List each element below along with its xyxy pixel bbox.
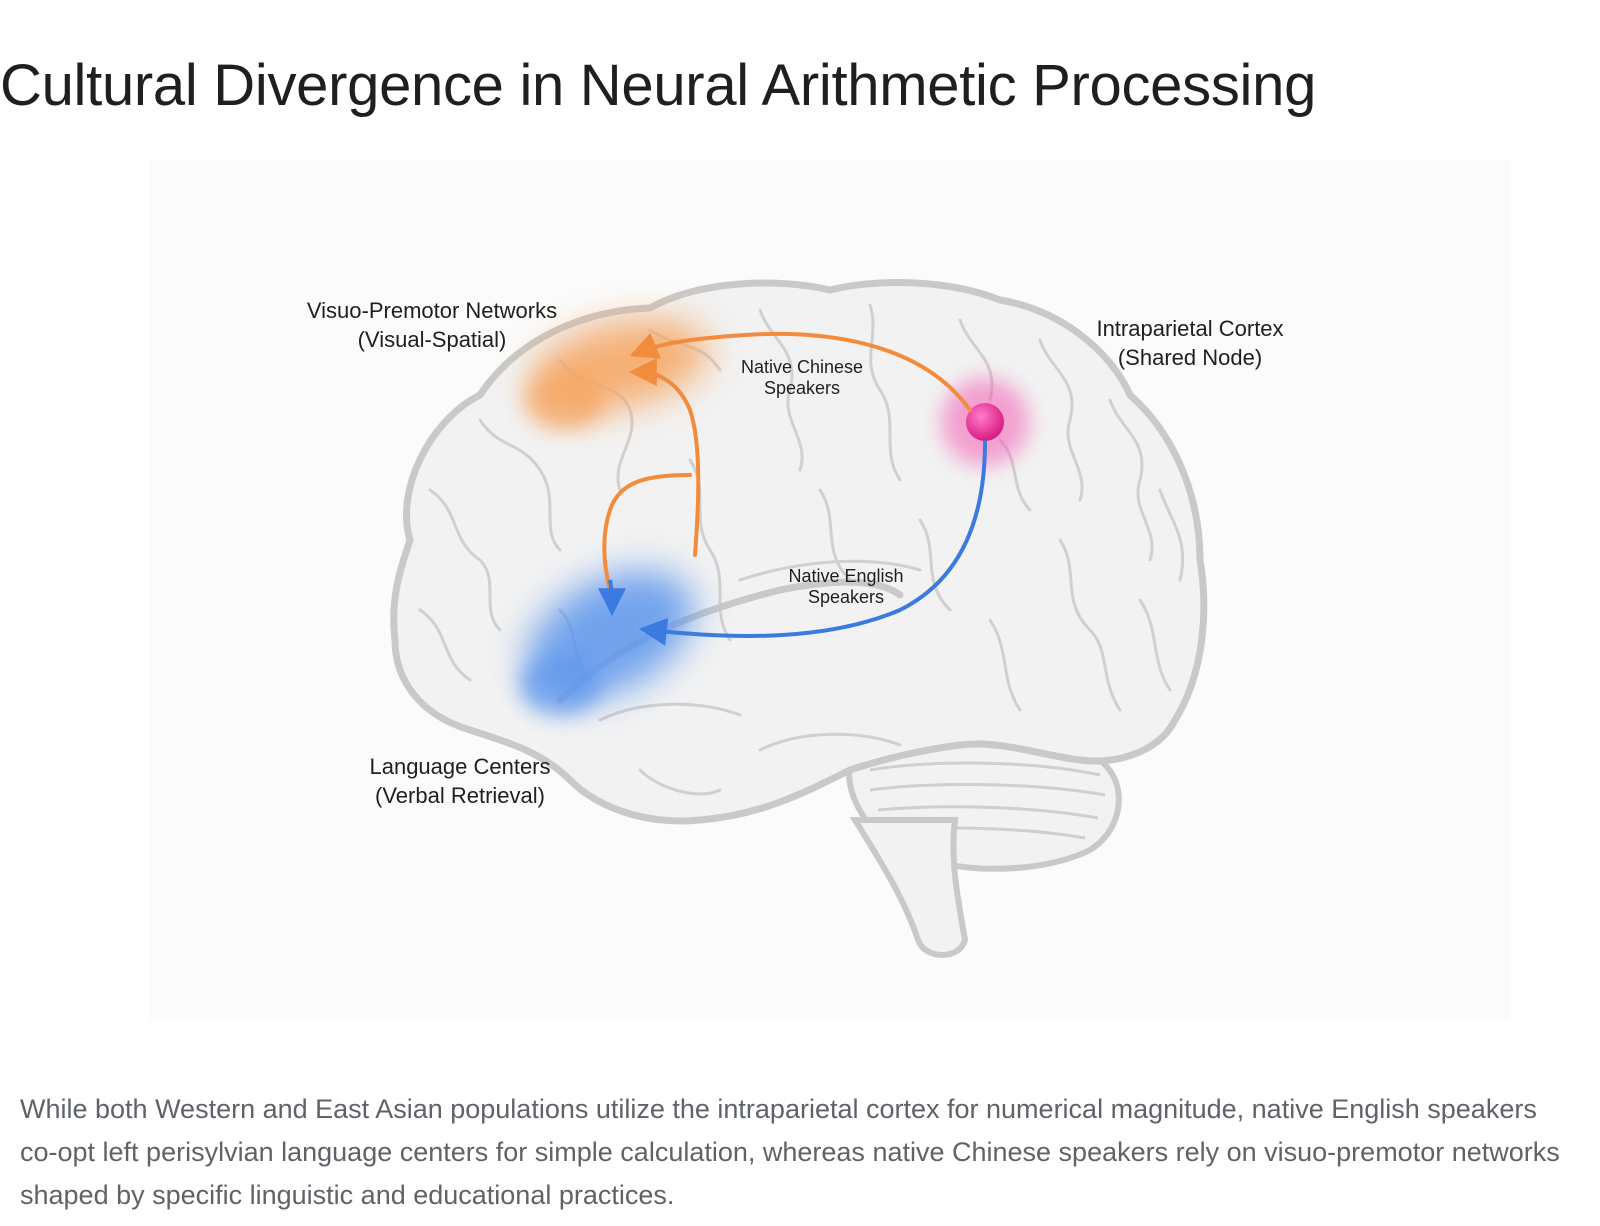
english-speakers-label-line1: Native English [788,566,903,586]
visuo-premotor-label-line1: Visuo-Premotor Networks [307,298,557,323]
intraparietal-label-line1: Intraparietal Cortex [1096,316,1283,341]
chinese-speakers-label-line2: Speakers [764,378,840,398]
figure-caption: While both Western and East Asian popula… [20,1094,1560,1210]
visuo-premotor-region [525,319,709,430]
language-centers-region [520,570,694,715]
language-centers-label-line1: Language Centers [369,754,550,779]
english-speakers-label-line2: Speakers [808,587,884,607]
brain-diagram-svg: Visuo-Premotor Networks (Visual-Spatial)… [150,160,1510,1020]
chinese-speakers-label-line1: Native Chinese [741,357,863,377]
intraparietal-label-line2: (Shared Node) [1118,345,1262,370]
page-title: Cultural Divergence in Neural Arithmetic… [0,53,1317,118]
english-pathway [638,440,987,646]
language-centers-label-line2: (Verbal Retrieval) [375,783,545,808]
brainstem [849,817,969,958]
chinese-pathway [602,331,972,592]
chinese-to-language-arrow [597,579,626,617]
visuo-premotor-label-line2: (Visual-Spatial) [358,327,507,352]
brain-diagram: Visuo-Premotor Networks (Visual-Spatial)… [0,160,1600,1040]
